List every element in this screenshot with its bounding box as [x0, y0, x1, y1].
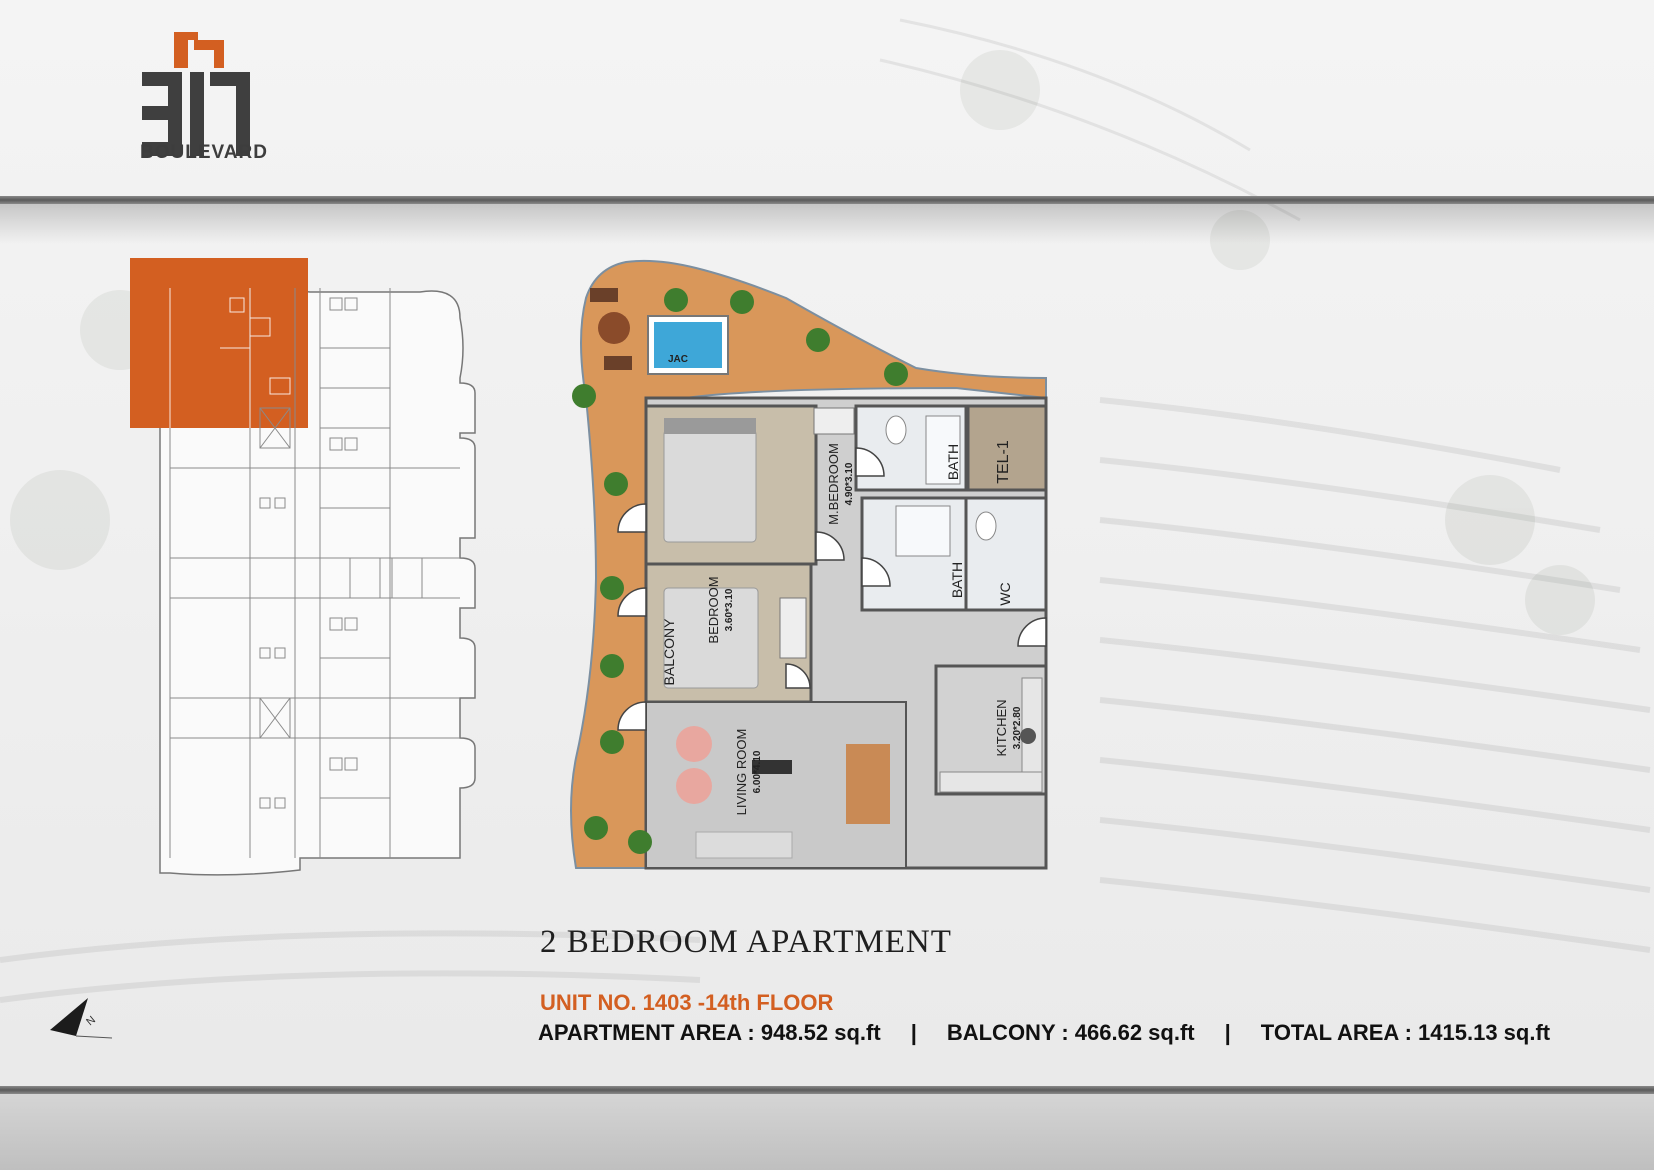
master-bed: [663, 429, 757, 543]
balcony-area: BALCONY : 466.62 sq.ft: [946, 1020, 1195, 1045]
apartment-title: 2 BEDROOM APARTMENT: [540, 924, 952, 960]
area-separator: |: [1224, 1020, 1231, 1045]
north-arrow-icon: N: [50, 998, 113, 1039]
top-divider-shadow: [0, 204, 1654, 244]
bedroom-size: 3.60*3.10: [724, 588, 735, 631]
second-bed: [663, 587, 759, 689]
key-plan: [130, 258, 476, 876]
bath-2-label: BATH: [949, 562, 965, 598]
jac-label: JAC: [668, 354, 688, 365]
master-bedroom-label: M.BEDROOM: [826, 443, 841, 525]
top-divider-band: [0, 196, 1654, 204]
dining-table: [846, 744, 890, 824]
wc-label: WC: [997, 582, 1013, 605]
boulevard-logo: [142, 32, 250, 156]
tel-label: TEL-1: [995, 440, 1012, 484]
sofa: [695, 831, 793, 859]
svg-text:N: N: [84, 1014, 98, 1028]
total-area: TOTAL AREA : 1415.13 sq.ft: [1260, 1020, 1551, 1045]
key-plan-highlight: [130, 258, 308, 428]
bedroom-label: BEDROOM: [706, 576, 721, 643]
tel-room: [966, 404, 1048, 492]
living-room-size: 6.00*4.10: [752, 750, 763, 793]
master-bedroom-size: 4.90*3.10: [844, 462, 855, 505]
bottom-footer-shade: [0, 1094, 1654, 1170]
balcony-label: BALCONY: [661, 618, 677, 686]
kitchen-label: KITCHEN: [994, 699, 1009, 756]
area-summary: APARTMENT AREA : 948.52 sq.ft | BALCONY …: [538, 1020, 1550, 1046]
bottom-divider-band: [0, 1086, 1654, 1094]
living-room-label: LIVING ROOM: [734, 729, 749, 816]
apartment-area: APARTMENT AREA : 948.52 sq.ft: [538, 1020, 881, 1045]
area-separator: |: [910, 1020, 917, 1045]
unit-number: UNIT NO. 1403 -14th FLOOR: [540, 990, 834, 1015]
bath-1-label: BATH: [945, 444, 961, 480]
floor-plan: JAC TEL-1 BATH BATH WC M.BEDROOM 4.90*3.…: [570, 259, 1048, 870]
kitchen-size: 3.20*2.80: [1012, 706, 1023, 749]
logo-wordmark: BOULEVARD: [140, 142, 268, 163]
